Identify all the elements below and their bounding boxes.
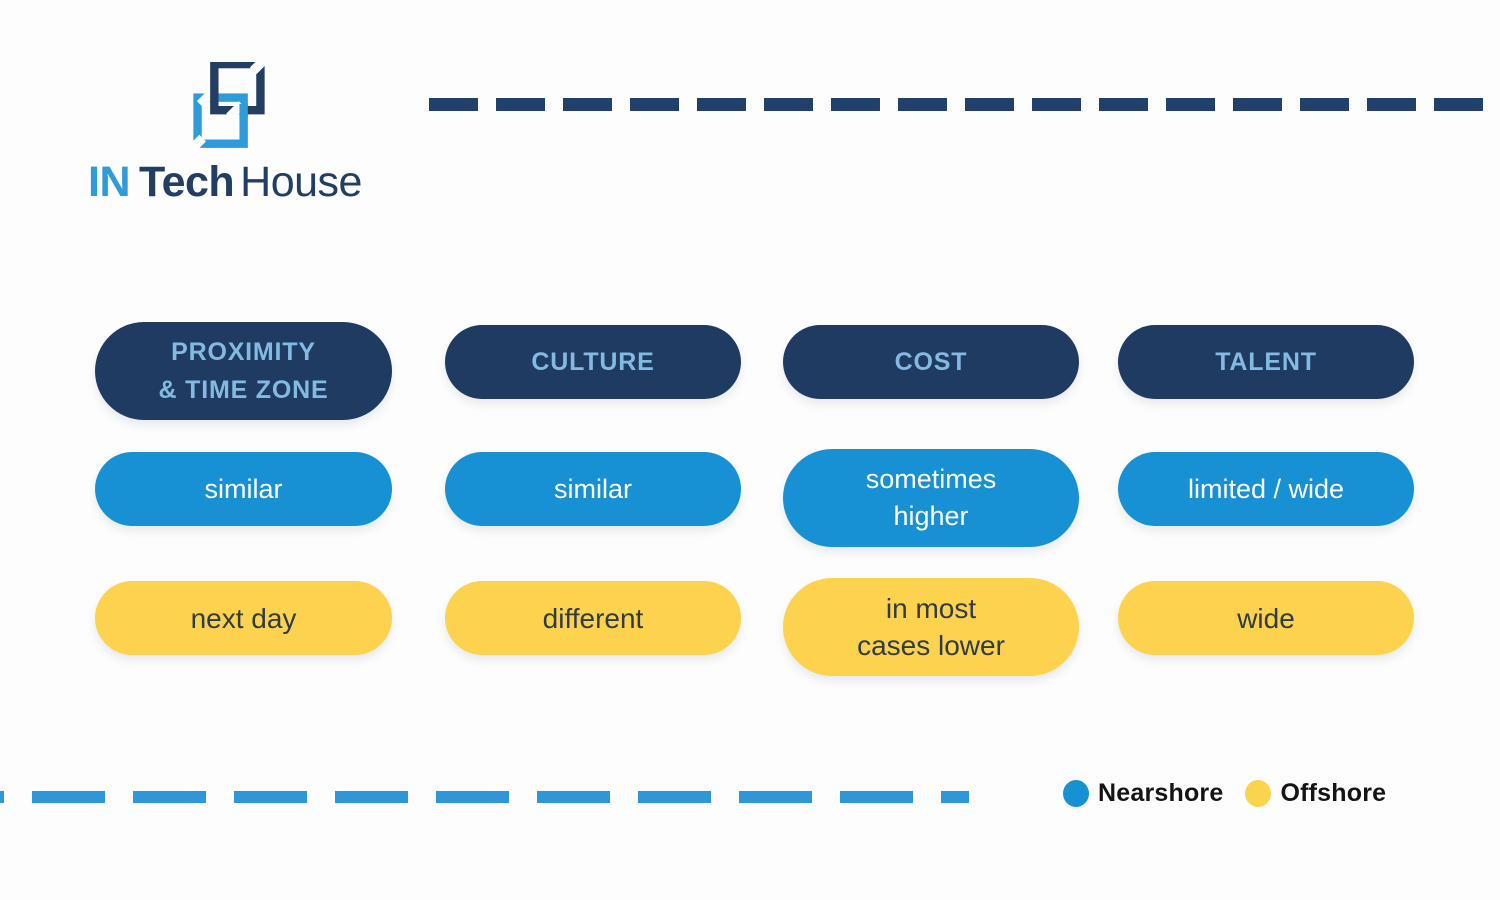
nearshore-pill-culture: similar xyxy=(445,452,741,526)
nearshore-value: similar xyxy=(554,473,632,504)
offshore-dot-icon xyxy=(1245,780,1272,807)
header-label: TALENT xyxy=(1215,348,1317,376)
legend-label-nearshore: Nearshore xyxy=(1098,779,1224,807)
legend: Nearshore Offshore xyxy=(1063,777,1386,810)
header-pill-proximity-time-zone: PROXIMITY & TIME ZONE xyxy=(95,322,392,420)
offshore-pill-culture: different xyxy=(445,581,741,655)
nearshore-pill-proximity: similar xyxy=(95,452,392,526)
nearshore-dot-icon xyxy=(1063,780,1089,807)
header-pill-cost: COST xyxy=(783,325,1079,399)
legend-label-offshore: Offshore xyxy=(1280,779,1387,807)
nearshore-value: similar xyxy=(204,473,283,504)
offshore-pill-proximity: next day xyxy=(95,581,392,655)
nearshore-pill-talent: limited / wide xyxy=(1118,452,1414,526)
offshore-value: in most cases lower xyxy=(857,593,1005,661)
header-label: PROXIMITY & TIME ZONE xyxy=(158,338,329,404)
offshore-pill-cost: in most cases lower xyxy=(783,578,1079,676)
nearshore-pill-cost: sometimes higher xyxy=(783,449,1079,547)
top-dashed-divider xyxy=(429,98,1500,111)
interlocked-squares-icon xyxy=(190,62,268,150)
offshore-value: next day xyxy=(190,602,297,634)
header-label: CULTURE xyxy=(531,348,655,376)
offshore-pill-talent: wide xyxy=(1118,581,1414,655)
header-label: COST xyxy=(894,348,968,376)
offshore-value: different xyxy=(542,602,644,634)
header-pill-culture: CULTURE xyxy=(445,325,741,399)
legend-item-nearshore: Nearshore xyxy=(1063,779,1223,808)
brand-word-in: IN xyxy=(88,158,131,206)
offshore-value: wide xyxy=(1237,602,1295,634)
nearshore-value: sometimes higher xyxy=(865,464,997,531)
legend-item-offshore: Offshore xyxy=(1245,779,1386,808)
brand-word-tech: Tech xyxy=(139,158,235,206)
header-pill-talent: TALENT xyxy=(1118,325,1414,399)
bottom-dashed-divider xyxy=(0,791,969,803)
nearshore-value: limited / wide xyxy=(1187,473,1345,504)
brand-word-house: House xyxy=(240,158,362,206)
